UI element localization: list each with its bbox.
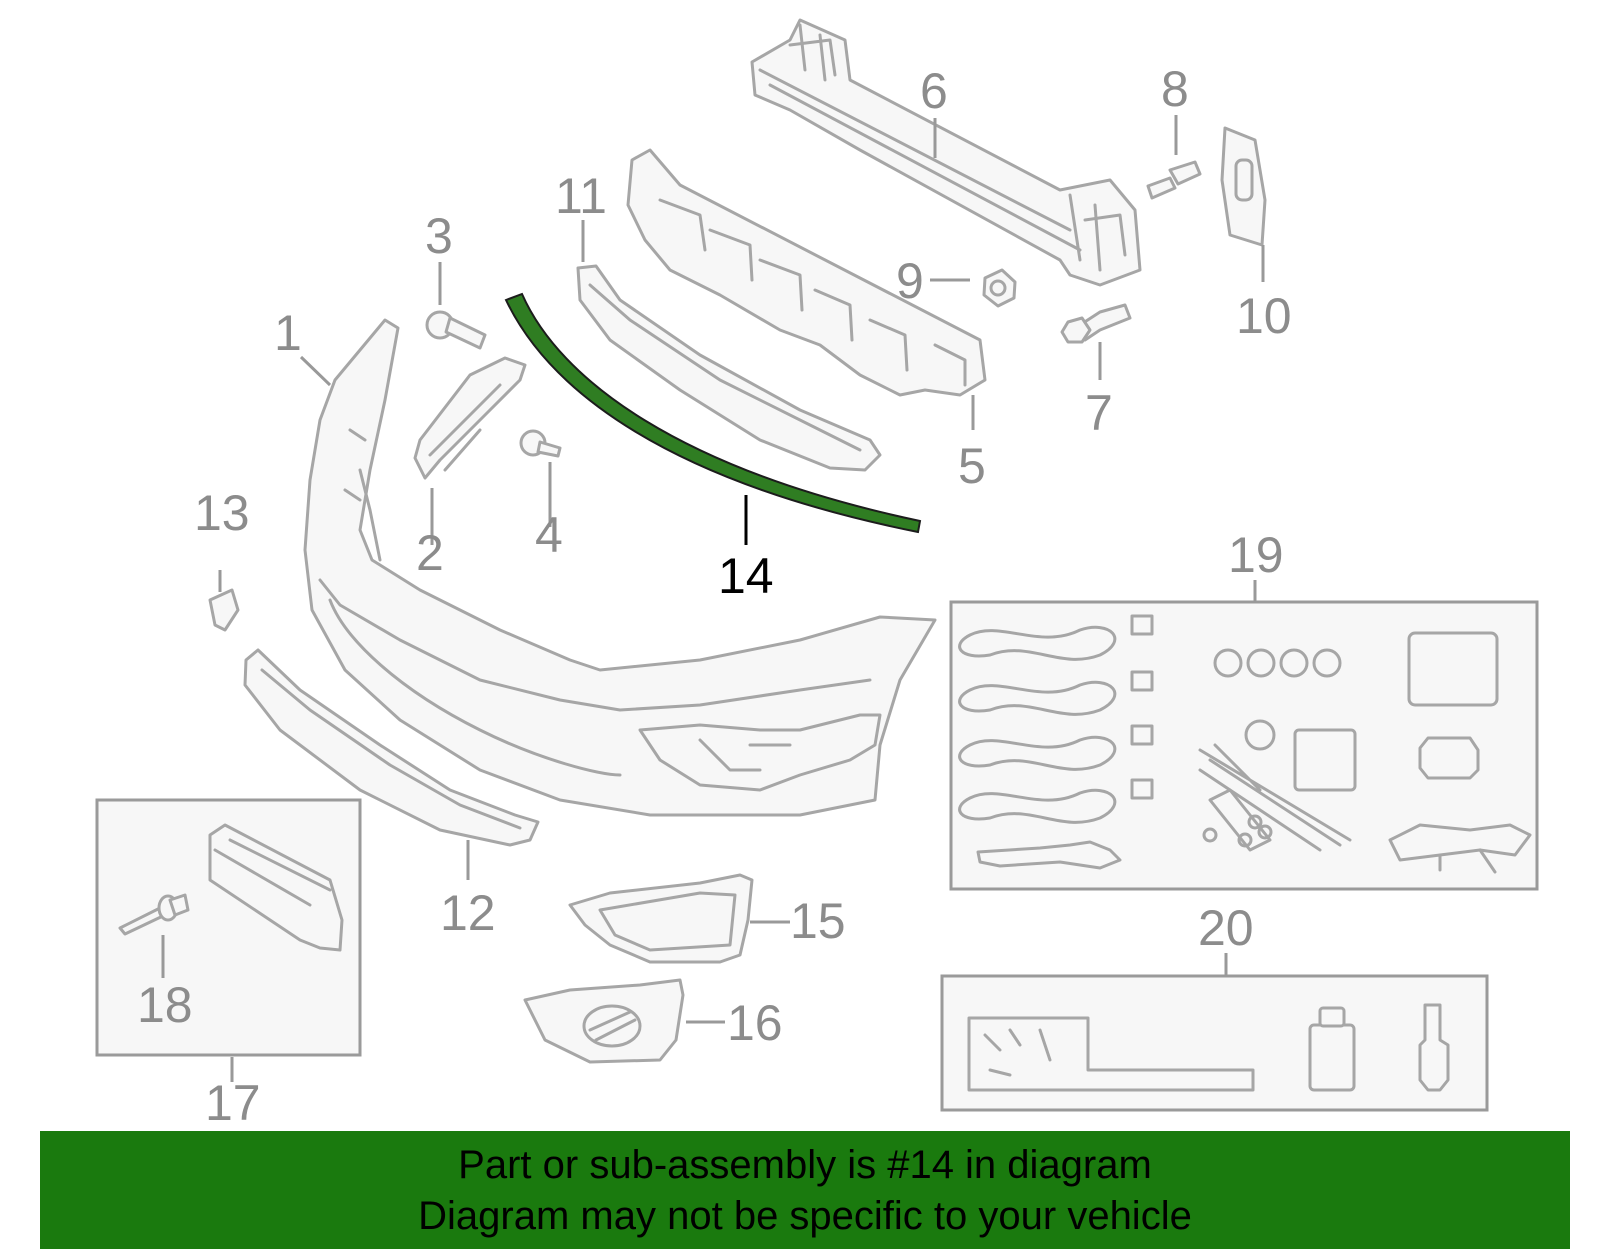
callout-8: 8 — [1161, 61, 1189, 117]
cable-ties-icon — [1198, 743, 1352, 852]
leader-lines — [161, 115, 1265, 1082]
callout-3: 3 — [425, 208, 453, 264]
sensor-icon — [1418, 736, 1480, 780]
callout-11: 11 — [555, 168, 607, 224]
callout-18: 18 — [137, 977, 193, 1033]
part-2-bracket[interactable] — [413, 356, 527, 480]
part-1-bumper-cover[interactable] — [303, 318, 937, 817]
part-10-plate[interactable] — [1220, 126, 1267, 247]
connector-icon — [1418, 1003, 1450, 1092]
part-19-sensor-kit-box[interactable] — [949, 600, 1539, 891]
callout-5: 5 — [958, 438, 986, 494]
callout-12: 12 — [440, 885, 496, 941]
part-6-reinforcement-beam[interactable] — [750, 18, 1142, 287]
sensor-rings-icon — [1213, 648, 1342, 678]
callout-4: 4 — [535, 507, 563, 563]
part-4-push-pin[interactable] — [519, 429, 562, 458]
callout-16: 16 — [727, 995, 783, 1051]
part-14-highlighted-strip[interactable] — [504, 292, 922, 534]
part-8-stud[interactable] — [1146, 160, 1202, 200]
callout-14: 14 — [718, 548, 774, 604]
part-3-bolt[interactable] — [425, 310, 487, 350]
callout-10: 10 — [1236, 288, 1292, 344]
bottle-icon — [1308, 1023, 1356, 1092]
callout-labels: 1 2 3 4 5 6 7 8 9 10 11 12 13 14 15 16 1… — [137, 61, 1292, 1131]
callout-17: 17 — [205, 1075, 261, 1131]
part-12-lower-deflector[interactable] — [243, 648, 540, 847]
part-17-kit-box[interactable] — [95, 798, 362, 1057]
part-15-fog-bezel[interactable] — [568, 873, 754, 964]
part-20-kit-box[interactable] — [940, 974, 1489, 1112]
callout-20: 20 — [1198, 900, 1254, 956]
pad-icon — [1293, 728, 1357, 792]
part-11-energy-absorber[interactable] — [626, 148, 987, 397]
callout-2: 2 — [416, 525, 444, 581]
part-13-clip[interactable] — [208, 588, 240, 632]
template-icon — [967, 1016, 1255, 1092]
info-banner: Part or sub-assembly is #14 in diagram D… — [40, 1131, 1570, 1249]
part-5-lower-absorber[interactable] — [576, 264, 882, 472]
part-16-fog-cover[interactable] — [523, 978, 685, 1064]
callout-15: 15 — [790, 893, 846, 949]
callout-19: 19 — [1228, 527, 1284, 583]
banner-line-1: Part or sub-assembly is #14 in diagram — [458, 1143, 1152, 1187]
banner-line-2: Diagram may not be specific to your vehi… — [418, 1194, 1192, 1238]
callout-1: 1 — [274, 305, 302, 361]
harness-coils-icon — [958, 614, 1154, 870]
part-9-nut[interactable] — [982, 268, 1017, 308]
callout-6: 6 — [920, 63, 948, 119]
harness-icon — [1388, 823, 1532, 862]
module-icon — [1407, 631, 1499, 707]
callout-9: 9 — [896, 253, 924, 309]
callout-7: 7 — [1085, 385, 1113, 441]
callout-13: 13 — [194, 485, 250, 541]
part-7-bolt[interactable] — [1060, 303, 1132, 344]
